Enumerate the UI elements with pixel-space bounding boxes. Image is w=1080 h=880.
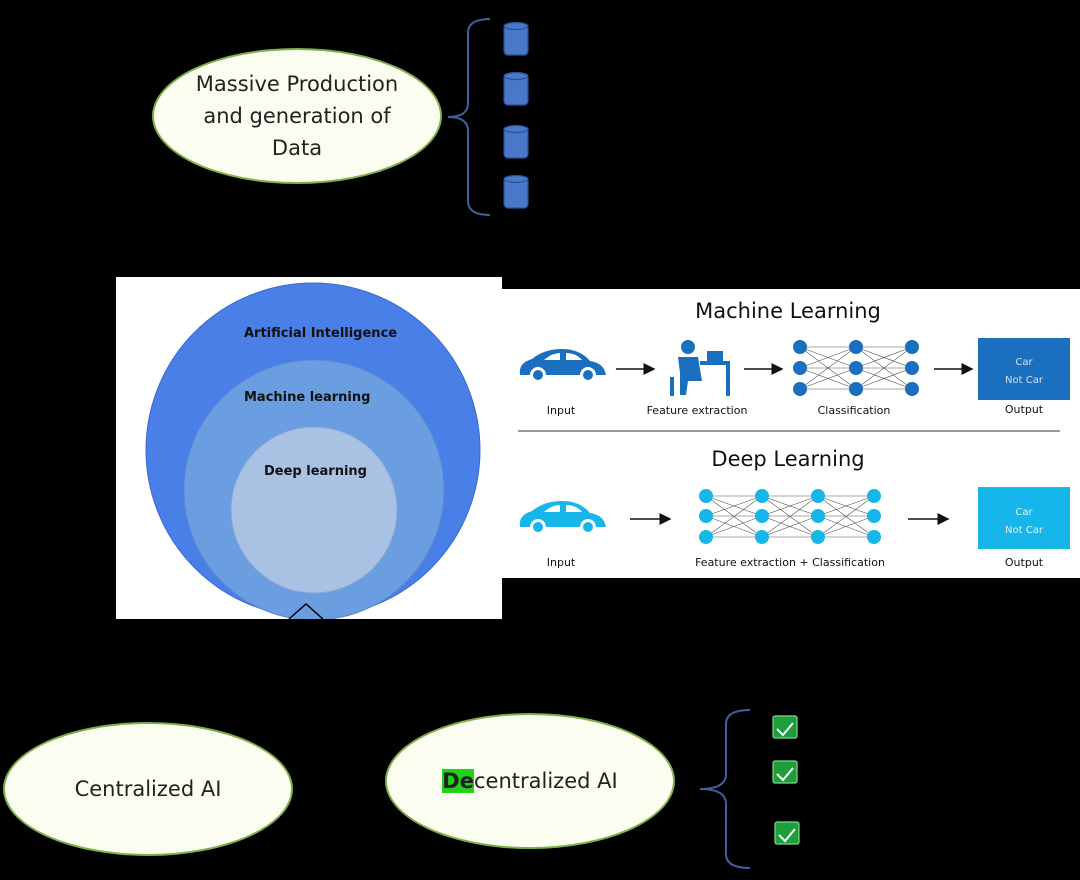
centralized-ai-label: Centralized AI (74, 777, 222, 801)
dl-title: Deep Learning (711, 447, 864, 471)
dl-car-icon (519, 501, 606, 535)
dl-circle (230, 426, 398, 594)
database-icon (503, 174, 529, 209)
decentralized-ai-bubble: Decentralized AI (385, 713, 675, 849)
dl-output-box (978, 487, 1070, 549)
check-icon (772, 760, 798, 784)
dl-output-label: Output (1005, 556, 1044, 569)
ml-output-notcar: Not Car (1005, 375, 1044, 386)
bottom-brace (699, 709, 751, 869)
database-group (447, 18, 529, 216)
dl-output-car: Car (1015, 507, 1033, 518)
database-icon (503, 124, 529, 159)
top-brace (447, 18, 491, 216)
ai-venn-panel: Artificial Intelligence Machine learning… (116, 277, 502, 619)
ml-output-label: Output (1005, 403, 1044, 416)
dl-input-label: Input (547, 556, 576, 569)
decentralized-ai-label: Decentralized AI (442, 769, 618, 793)
dl-network-icon (699, 489, 881, 544)
ml-classification-label: Classification (818, 404, 891, 417)
up-caret (288, 602, 324, 619)
ai-label: Artificial Intelligence (244, 326, 397, 341)
data-production-label: Massive Production and generation of Dat… (195, 72, 399, 160)
dl-output-notcar: Not Car (1005, 525, 1044, 536)
ml-output-box (978, 338, 1070, 400)
check-icon (774, 821, 800, 845)
ml-input-label: Input (547, 404, 576, 417)
dl-label: Deep learning (264, 464, 367, 479)
data-production-bubble: Massive Production and generation of Dat… (152, 48, 442, 184)
ml-label: Machine learning (244, 390, 370, 405)
ml-output-car: Car (1015, 357, 1033, 368)
centralized-ai-bubble: Centralized AI (3, 722, 293, 856)
ml-title: Machine Learning (695, 299, 881, 323)
ml-feature-label: Feature extraction (647, 404, 748, 417)
ml-vs-dl-panel: Machine Learning Input Feature extractio… (502, 289, 1080, 578)
database-icon (503, 71, 529, 106)
database-icon (503, 21, 529, 56)
ml-car-icon (519, 349, 606, 383)
check-icon (772, 715, 798, 739)
dl-feature-class-label: Feature extraction + Classification (695, 556, 885, 569)
person-at-desk-icon (670, 340, 730, 396)
decentralized-rest: centralized AI (473, 769, 618, 793)
checklist-group (699, 709, 800, 869)
ml-network-icon (793, 340, 919, 396)
decentralized-highlight: De (442, 769, 474, 793)
